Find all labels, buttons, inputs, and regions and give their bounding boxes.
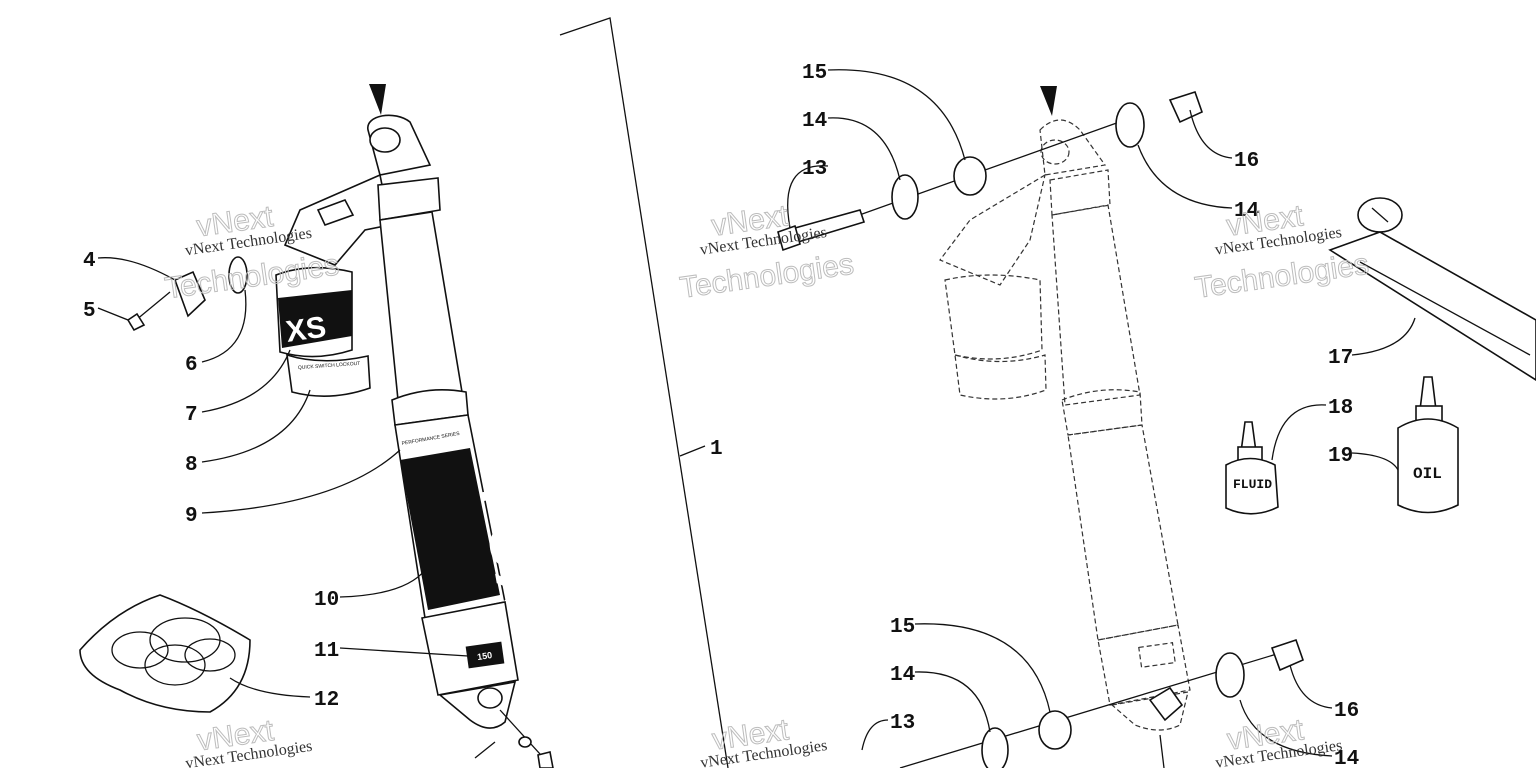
- callout-14-bottom-right: 14: [1334, 748, 1359, 768]
- callout-12: 12: [314, 689, 339, 712]
- callout-13-bottom: 13: [890, 712, 915, 735]
- lockout-decal: QUICK SWITCH LOCKOUT: [298, 361, 361, 371]
- callout-6: 6: [185, 354, 198, 377]
- callout-14-right: 14: [1234, 200, 1259, 223]
- callout-14-top: 14: [802, 110, 827, 133]
- watermark-mid-top: vNext Technologies vNext Technologies: [677, 199, 856, 305]
- rating-decal: 150: [477, 650, 493, 662]
- fluid-bottle: FLUID: [1225, 421, 1279, 515]
- callout-5: 5: [83, 300, 96, 323]
- callout-16-top: 16: [1234, 150, 1259, 173]
- callout-13-top: 13: [802, 158, 827, 181]
- callout-16-bottom: 16: [1334, 700, 1359, 723]
- callout-15-top: 15: [802, 62, 827, 85]
- assembly-bracket: [559, 17, 729, 768]
- callout-7: 7: [185, 404, 198, 427]
- oil-bottle: OIL: [1397, 376, 1459, 514]
- watermark-left-bottom: vNext vNext Technologies: [184, 713, 313, 768]
- callout-17: 17: [1328, 347, 1353, 370]
- can-logo: XS: [284, 311, 328, 349]
- watermark-right-bottom: vNext vNext Technologies: [1214, 713, 1343, 768]
- callout-4: 4: [83, 250, 96, 273]
- callout-9: 9: [185, 505, 198, 528]
- callout-1: 1: [710, 438, 723, 461]
- pointer-arrow-icon-2: [1040, 86, 1057, 116]
- callout-8: 8: [185, 454, 198, 477]
- callout-19: 19: [1328, 445, 1353, 468]
- callout-15-bottom: 15: [890, 616, 915, 639]
- callout-14-bottom: 14: [890, 664, 915, 687]
- fluid-label: FLUID: [1233, 477, 1272, 492]
- left-shock-assembly: XS QUICK SWITCH LOCKOUT PERFORMANCE SERI…: [79, 84, 556, 768]
- watermark-mid-bottom: vNext vNext Technologies: [699, 713, 828, 768]
- callout-11: 11: [314, 640, 339, 663]
- callout-10: 10: [314, 589, 339, 612]
- oil-label: OIL: [1413, 465, 1442, 483]
- right-shock-outline: [939, 86, 1191, 768]
- pump-gauge: [1328, 197, 1536, 381]
- pointer-arrow-icon: [369, 84, 386, 115]
- callout-18: 18: [1328, 397, 1353, 420]
